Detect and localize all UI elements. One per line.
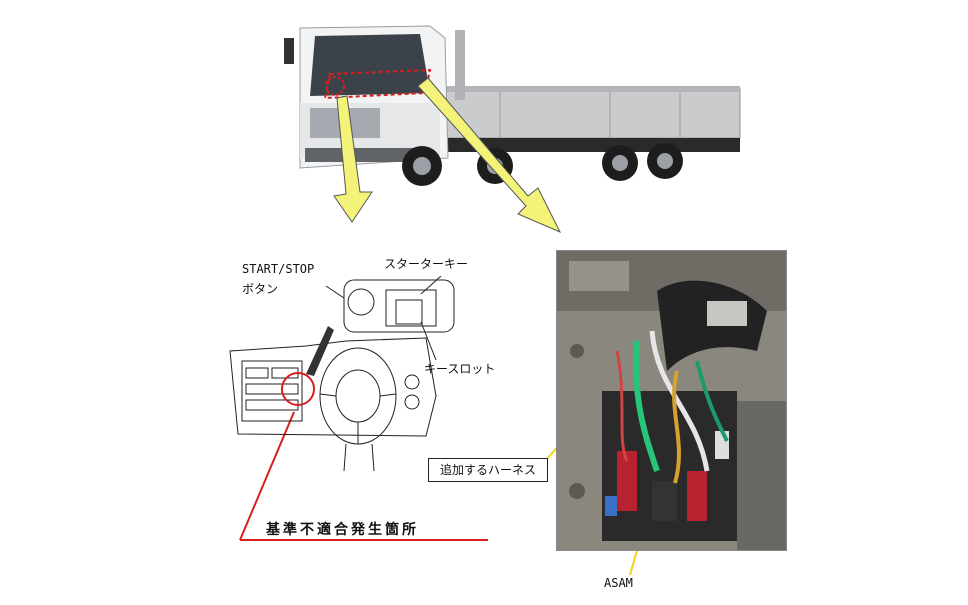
key-slot-label: キースロット [424, 362, 496, 376]
start-stop-label: START/STOP [242, 262, 315, 276]
start-stop-button-label: ボタン [242, 282, 279, 296]
asam-label: ASAM [604, 576, 633, 590]
nonconformity-location-label: 基準不適合発生箇所 [266, 522, 419, 538]
arrow-to-photo [417, 77, 562, 233]
truck-illustration [284, 25, 741, 186]
arrow-to-dashboard [333, 95, 373, 223]
harness-photo [556, 250, 787, 551]
added-harness-callout: 追加するハーネス [428, 458, 548, 482]
starter-key-label: スターターキー [384, 257, 469, 271]
dashboard-drawing [229, 276, 455, 472]
